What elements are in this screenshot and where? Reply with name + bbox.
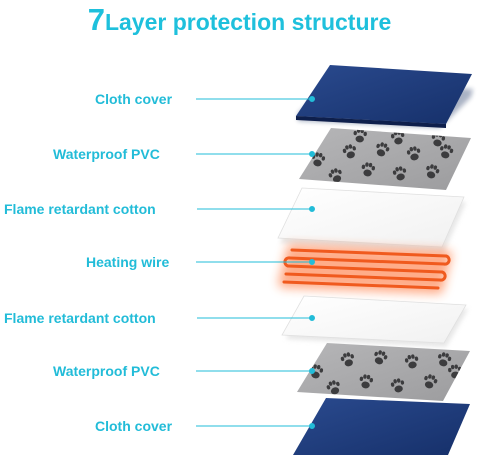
leader-dot-4 <box>309 259 315 265</box>
title-number: 7 <box>87 2 105 37</box>
layer-label-5: Flame retardant cotton <box>4 310 156 326</box>
leader-dot-7 <box>309 423 315 429</box>
layer-label-1: Cloth cover <box>95 91 173 107</box>
layer-label-4: Heating wire <box>86 254 170 270</box>
leader-dot-6 <box>309 368 315 374</box>
layer-4-heating-wire <box>278 244 452 294</box>
layer-label-3: Flame retardant cotton <box>4 201 156 217</box>
leader-dot-1 <box>309 96 315 102</box>
layer-7-cloth <box>293 398 470 455</box>
title-text: Layer protection structure <box>104 9 392 35</box>
layer-label-2: Waterproof PVC <box>53 146 160 162</box>
layer-5-cotton <box>281 295 468 347</box>
layer-3-cotton <box>277 187 466 252</box>
diagram-title: 7Layer protection structure <box>0 2 479 38</box>
leader-dot-2 <box>309 151 315 157</box>
leader-dot-3 <box>309 206 315 212</box>
layer-label-6: Waterproof PVC <box>53 363 160 379</box>
layer-1-cloth <box>296 65 473 128</box>
layer-2-pvc <box>299 128 471 190</box>
leader-lines <box>196 96 315 429</box>
layer-label-7: Cloth cover <box>95 418 173 434</box>
layer-6-pvc <box>297 343 470 401</box>
leader-dot-5 <box>309 315 315 321</box>
